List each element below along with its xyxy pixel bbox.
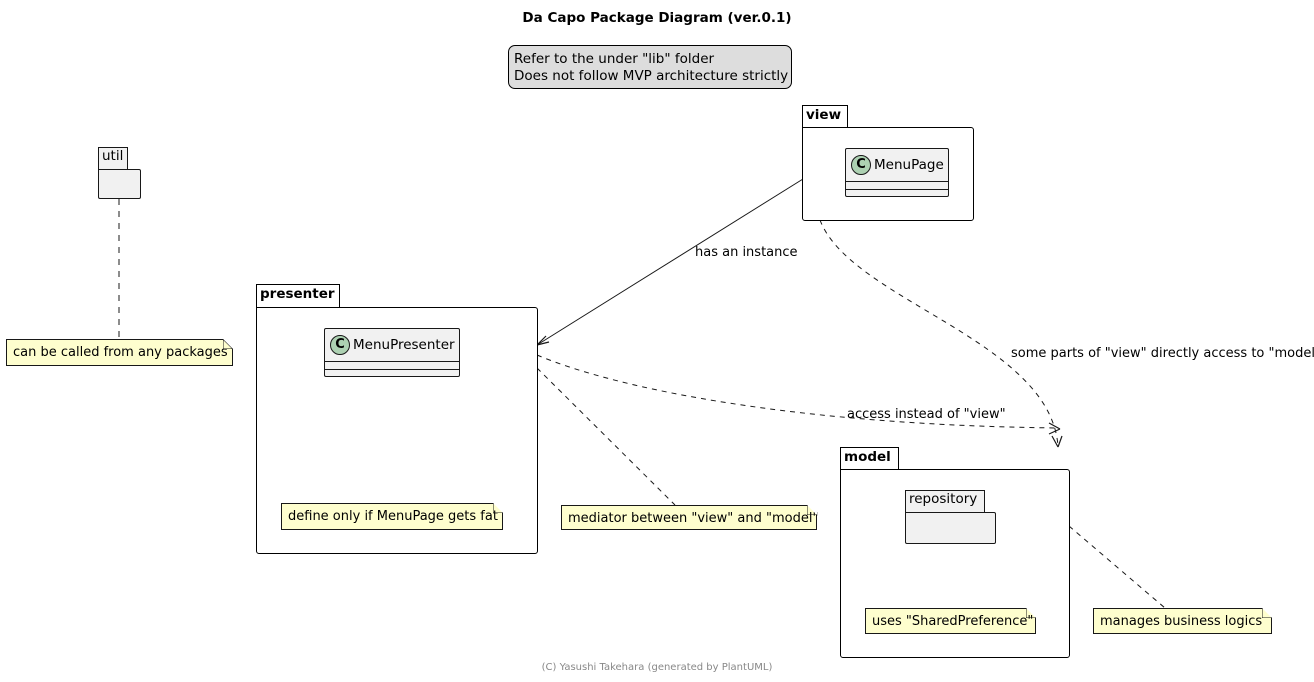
model-package-label: model: [844, 449, 891, 465]
model-note-text: manages business logics: [1100, 614, 1263, 629]
presenter-package-tab[interactable]: presenter: [256, 284, 340, 308]
view-to-presenter-arrowhead: [536, 335, 550, 346]
view-package-label: view: [806, 107, 842, 123]
repository-package-label: repository: [909, 491, 978, 507]
repository-note-text: uses "SharedPreference": [872, 614, 1034, 629]
presenter-note-text: mediator between "view" and "model": [568, 511, 819, 526]
util-package[interactable]: [98, 169, 141, 199]
view-to-presenter-arrow: [536, 178, 804, 346]
class-divider: [325, 361, 459, 362]
edge-label-access-instead: access instead of "view": [847, 407, 1006, 422]
note-fold-icon: [807, 505, 817, 515]
class-divider: [846, 181, 948, 182]
util-package-label: util: [102, 148, 124, 164]
repository-package-tab[interactable]: repository: [905, 490, 985, 513]
menu-page-class-name: MenuPage: [874, 156, 944, 173]
presenter-package-label: presenter: [260, 286, 335, 302]
menu-page-class[interactable]: C MenuPage: [845, 148, 949, 197]
util-note: can be called from any packages: [6, 339, 233, 366]
legend-line-1: Refer to the under "lib" folder: [514, 51, 715, 67]
class-divider: [846, 189, 948, 190]
view-to-model-arrowhead: [1051, 435, 1063, 448]
model-note-link: [1068, 525, 1166, 609]
menu-presenter-note-text: define only if MenuPage gets fat: [288, 509, 498, 524]
edge-label-has-instance: has an instance: [695, 245, 798, 260]
footer-credit: (C) Yasushi Takehara (generated by Plant…: [541, 662, 773, 673]
presenter-note-link: [536, 367, 676, 506]
util-note-text: can be called from any packages: [13, 345, 228, 360]
class-icon: C: [851, 154, 871, 175]
menu-presenter-note: define only if MenuPage gets fat: [281, 503, 503, 530]
presenter-to-model-arrow: [536, 354, 1059, 429]
note-fold-icon: [493, 503, 503, 513]
note-fold-icon: [223, 339, 233, 349]
class-icon: C: [330, 334, 350, 355]
repository-package[interactable]: [905, 512, 996, 544]
menu-presenter-class[interactable]: C MenuPresenter: [324, 328, 460, 377]
model-note: manages business logics: [1093, 608, 1272, 634]
model-package-tab[interactable]: model: [840, 447, 899, 470]
view-package-tab[interactable]: view: [802, 105, 848, 128]
presenter-note: mediator between "view" and "model": [561, 505, 819, 530]
note-fold-icon: [1262, 608, 1272, 618]
note-fold-icon: [1026, 608, 1036, 618]
legend: Refer to the under "lib" folder Does not…: [508, 45, 792, 89]
repository-note: uses "SharedPreference": [865, 608, 1036, 634]
edge-label-direct-access: some parts of "view" directly access to …: [1011, 346, 1314, 361]
menu-presenter-class-name: MenuPresenter: [353, 336, 455, 353]
presenter-to-model-arrowhead: [1048, 422, 1061, 435]
legend-line-2: Does not follow MVP architecture strictl…: [514, 68, 789, 84]
class-divider: [325, 369, 459, 370]
diagram-title: Da Capo Package Diagram (ver.0.1): [522, 10, 792, 26]
util-package-tab[interactable]: util: [98, 147, 128, 170]
